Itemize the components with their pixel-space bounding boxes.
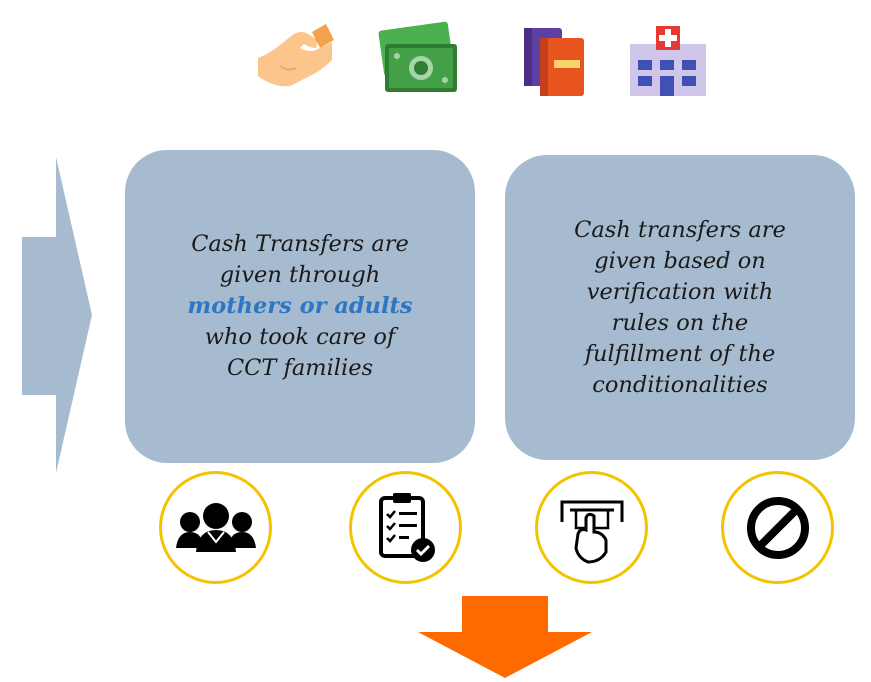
- card-text-line: Cash Transfers are: [191, 231, 409, 257]
- checklist-icon-circle: [349, 471, 462, 584]
- card-text-line: CCT families: [226, 355, 374, 381]
- card-text-line: conditionalities: [592, 371, 768, 398]
- card-highlight-text: mothers or adults: [187, 293, 413, 319]
- atm-withdrawal-icon: $: [560, 500, 623, 564]
- family-icon-circle: [159, 471, 272, 584]
- mothers-or-adults-card: Cash Transfers are given through mothers…: [125, 150, 475, 463]
- prohibited-icon: [746, 496, 809, 559]
- card-text-line: rules on the: [611, 309, 749, 336]
- checklist-icon: [378, 492, 435, 562]
- down-arrow-shape: [418, 596, 592, 678]
- money-icon: [373, 14, 463, 104]
- card-text-line: who took care of: [204, 324, 396, 350]
- books-icon: [510, 14, 600, 104]
- right-arrow-shape: [0, 155, 100, 475]
- card-text-line: verification with: [586, 278, 774, 305]
- handshake-icon: [250, 14, 340, 104]
- atm-withdrawal-icon-circle: $: [535, 471, 648, 584]
- card-text-line: fulfillment of the: [584, 340, 776, 367]
- verification-card: Cash transfers are given based on verifi…: [505, 155, 855, 460]
- card-text-line: Cash transfers are: [574, 216, 786, 243]
- hospital-icon: [622, 14, 712, 104]
- prohibited-icon-circle: [721, 471, 834, 584]
- card-text-line: given based on: [594, 247, 766, 274]
- family-icon: [175, 502, 256, 552]
- card-text-line: given through: [219, 262, 381, 288]
